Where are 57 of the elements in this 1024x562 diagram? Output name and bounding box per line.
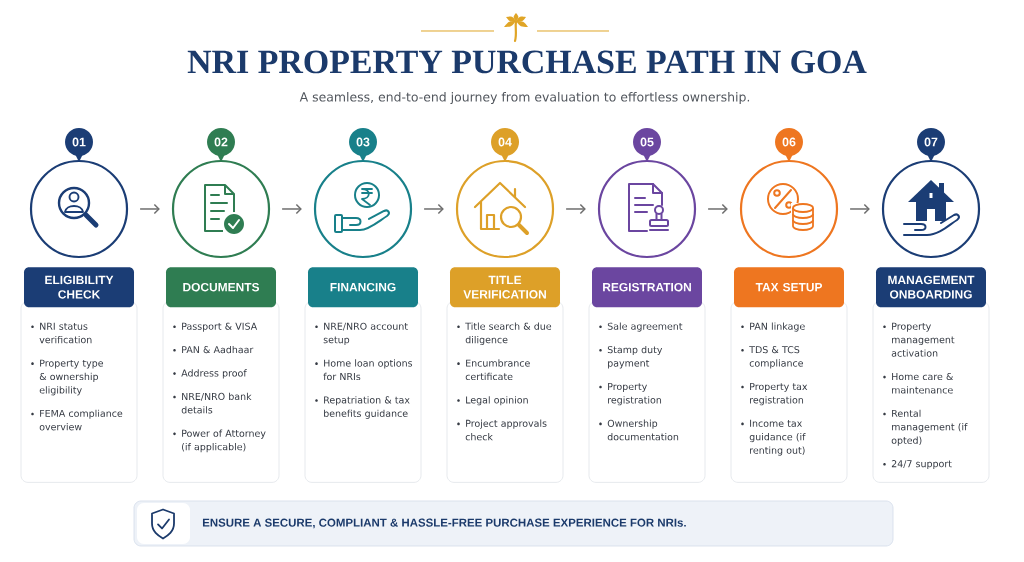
number-pin: 02 (207, 128, 235, 162)
list-item: Passport & VISA (182, 322, 258, 332)
arrow (707, 203, 728, 215)
list-item: Rental management (if opted) (891, 409, 968, 446)
step-header: DOCUMENTS (166, 267, 276, 308)
list-item: Project approvals check (465, 419, 547, 441)
card (730, 301, 848, 483)
list-item: Address proof (181, 369, 247, 379)
list-item: Encumbrance certificate (465, 359, 530, 381)
list-item: 24/7 support (891, 460, 952, 470)
step-header: REGISTRATION (592, 267, 702, 308)
list-item: Legal opinion (466, 396, 528, 406)
list-item: PAN & Aadhaar (182, 345, 254, 354)
number-pin: 03 (349, 128, 377, 162)
card (588, 301, 706, 483)
arrow (423, 203, 444, 215)
list-item: Ownership documentation (607, 419, 679, 441)
card (872, 301, 990, 483)
list-item: Sale agreement (607, 322, 683, 332)
number-pin: 04 (491, 128, 519, 162)
card (20, 301, 138, 483)
list-item: PAN linkage (750, 322, 805, 332)
list-item: Property management activation (891, 322, 955, 357)
list-item: Power of Attorney (if applicable) (182, 429, 266, 453)
arrow (139, 203, 160, 215)
step-header: FINANCING (308, 267, 418, 308)
number-pin: 01 (65, 128, 93, 162)
step-header: TITLE VERIFICATION (450, 267, 560, 308)
list-item: Title search & due diligence (465, 322, 552, 346)
step-header: ELIGIBILITY CHECK (24, 267, 134, 308)
number-pin: 06 (775, 128, 803, 162)
title: NRI PROPERTY PURCHASE PATH IN GOA (187, 50, 867, 74)
list-item: Stamp duty payment (607, 345, 663, 369)
list-item: TDS & TCS compliance (749, 346, 804, 369)
number-pin: 07 (917, 128, 945, 162)
subtitle: A seamless, end-to-end journey from evaluation to effortless ownership. (299, 91, 750, 104)
list-item: Property type & ownership eligibility (39, 359, 104, 396)
list-item: NRI status verification (39, 322, 92, 344)
card (304, 301, 422, 483)
banner: ENSURE A SECURE, COMPLIANT & HASSLE-FREE PURCHASE EXPERIENCE FOR NRIs. (133, 500, 894, 547)
list-item: FEMA compliance overview (39, 409, 123, 431)
arrow (281, 203, 302, 215)
list-item: Property registration (608, 383, 662, 406)
step-header: TAX SETUP (734, 267, 844, 308)
list-item: Repatriation & tax benefits guidance (324, 396, 410, 419)
card (162, 301, 280, 483)
list-item: Home loan options for NRIs (323, 359, 413, 381)
list-item: NRE/NRO bank details (181, 392, 252, 414)
number-pin: 05 (633, 128, 661, 162)
card (446, 301, 564, 483)
list-item: NRE/NRO account setup (323, 322, 408, 346)
list-item: Income tax guidance (if renting out) (749, 419, 806, 456)
step-header: MANAGEMENT ONBOARDING (876, 267, 986, 308)
arrow (849, 203, 870, 215)
list-item: Property tax registration (750, 383, 808, 406)
arrow (565, 203, 586, 215)
list-item: Home care & maintenance (892, 372, 954, 394)
